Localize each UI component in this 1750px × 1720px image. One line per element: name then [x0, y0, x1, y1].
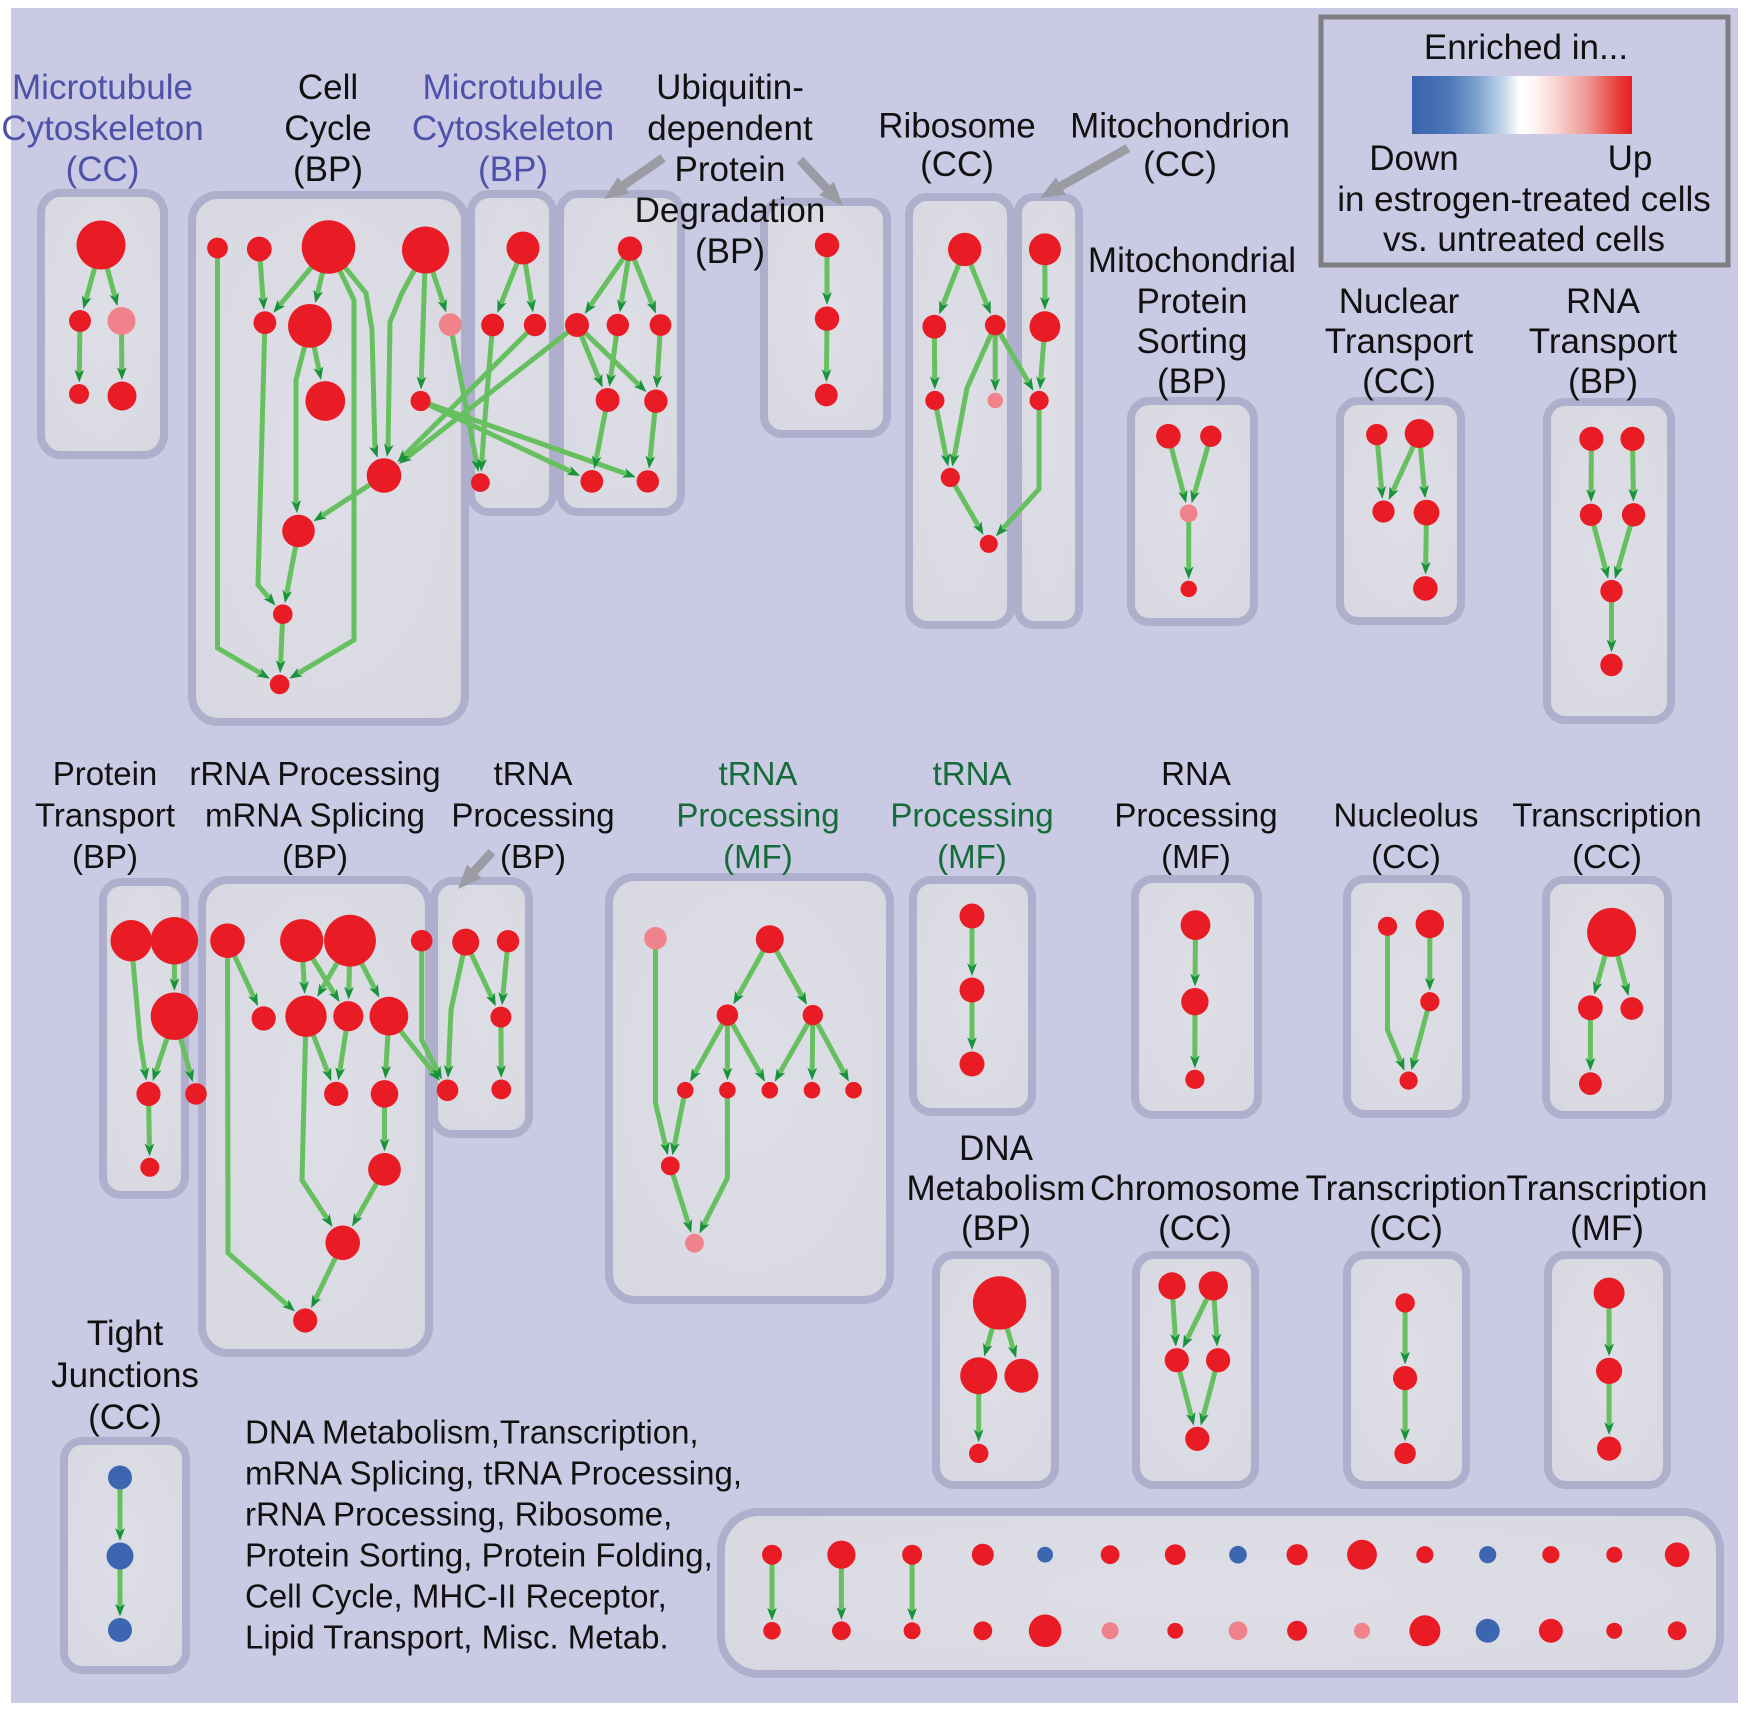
svg-text:Cell Cycle, MHC-II Receptor,: Cell Cycle, MHC-II Receptor,: [245, 1578, 667, 1615]
svg-text:tRNA: tRNA: [719, 755, 798, 792]
svg-text:Transport: Transport: [1325, 322, 1474, 361]
svg-text:(MF): (MF): [1161, 838, 1231, 875]
svg-text:(BP): (BP): [282, 838, 348, 875]
svg-text:Cytoskeleton: Cytoskeleton: [1, 109, 203, 148]
svg-text:Microtubule: Microtubule: [423, 68, 604, 107]
svg-text:Processing: Processing: [676, 797, 839, 834]
svg-text:Lipid Transport, Misc. Metab.: Lipid Transport, Misc. Metab.: [245, 1619, 669, 1656]
svg-text:Degradation: Degradation: [635, 191, 826, 230]
svg-text:Enriched in...: Enriched in...: [1424, 28, 1628, 67]
svg-text:DNA: DNA: [959, 1129, 1034, 1168]
svg-text:Metabolism: Metabolism: [907, 1169, 1086, 1208]
svg-text:Cytoskeleton: Cytoskeleton: [412, 109, 614, 148]
svg-text:Chromosome: Chromosome: [1090, 1169, 1300, 1208]
svg-text:Nucleolus: Nucleolus: [1334, 797, 1479, 834]
svg-text:(CC): (CC): [1362, 362, 1436, 401]
svg-text:Cycle: Cycle: [284, 109, 372, 148]
svg-text:(BP): (BP): [478, 150, 548, 189]
svg-text:Transport: Transport: [1529, 322, 1678, 361]
svg-text:DNA Metabolism,Transcription,: DNA Metabolism,Transcription,: [245, 1414, 699, 1451]
svg-text:Nuclear: Nuclear: [1339, 282, 1460, 321]
svg-text:Protein: Protein: [675, 150, 786, 189]
svg-text:(MF): (MF): [1570, 1209, 1644, 1248]
svg-text:Microtubule: Microtubule: [12, 68, 193, 107]
svg-text:Junctions: Junctions: [51, 1356, 199, 1395]
svg-text:rRNA Processing: rRNA Processing: [189, 755, 440, 792]
svg-text:Protein: Protein: [53, 755, 158, 792]
svg-text:(BP): (BP): [1568, 362, 1638, 401]
svg-text:mRNA Splicing, tRNA Processing: mRNA Splicing, tRNA Processing,: [245, 1455, 742, 1492]
svg-text:in estrogen-treated cells: in estrogen-treated cells: [1337, 180, 1711, 219]
svg-text:Mitochondrion: Mitochondrion: [1070, 107, 1290, 146]
svg-text:Down: Down: [1369, 139, 1458, 178]
svg-text:(BP): (BP): [500, 838, 566, 875]
svg-text:(CC): (CC): [88, 1398, 162, 1437]
svg-text:tRNA: tRNA: [933, 755, 1012, 792]
svg-text:RNA: RNA: [1161, 755, 1231, 792]
svg-text:Cell: Cell: [298, 68, 358, 107]
svg-text:Ribosome: Ribosome: [878, 107, 1036, 146]
svg-text:Mitochondrial: Mitochondrial: [1088, 241, 1296, 280]
svg-text:dependent: dependent: [647, 109, 813, 148]
svg-text:(MF): (MF): [937, 838, 1007, 875]
svg-text:Processing: Processing: [890, 797, 1053, 834]
svg-text:mRNA Splicing: mRNA Splicing: [205, 797, 425, 834]
svg-text:Tight: Tight: [87, 1314, 164, 1353]
svg-text:Transcription: Transcription: [1507, 1169, 1708, 1208]
svg-text:Protein: Protein: [1137, 282, 1248, 321]
svg-text:RNA: RNA: [1566, 282, 1641, 321]
svg-text:(MF): (MF): [723, 838, 793, 875]
svg-text:tRNA: tRNA: [494, 755, 573, 792]
svg-text:(CC): (CC): [1158, 1209, 1232, 1248]
svg-text:(BP): (BP): [961, 1209, 1031, 1248]
svg-text:Transcription: Transcription: [1306, 1169, 1507, 1208]
svg-text:(BP): (BP): [695, 232, 765, 271]
svg-text:Sorting: Sorting: [1137, 322, 1248, 361]
svg-text:(CC): (CC): [1143, 145, 1217, 184]
svg-text:(BP): (BP): [293, 150, 363, 189]
svg-text:Processing: Processing: [1114, 797, 1277, 834]
svg-text:(CC): (CC): [66, 150, 140, 189]
svg-text:Transport: Transport: [35, 797, 175, 834]
svg-text:Protein Sorting, Protein Foldi: Protein Sorting, Protein Folding,: [245, 1537, 713, 1574]
svg-text:Processing: Processing: [451, 797, 614, 834]
svg-text:vs. untreated cells: vs. untreated cells: [1383, 220, 1665, 259]
svg-text:(BP): (BP): [72, 838, 138, 875]
svg-text:Ubiquitin-: Ubiquitin-: [656, 68, 804, 107]
svg-text:(BP): (BP): [1157, 362, 1227, 401]
svg-text:Up: Up: [1608, 139, 1653, 178]
svg-text:(CC): (CC): [920, 145, 994, 184]
svg-text:rRNA Processing, Ribosome,: rRNA Processing, Ribosome,: [245, 1496, 672, 1533]
svg-text:(CC): (CC): [1371, 838, 1441, 875]
svg-text:Transcription: Transcription: [1512, 797, 1702, 834]
svg-text:(CC): (CC): [1369, 1209, 1443, 1248]
svg-text:(CC): (CC): [1572, 838, 1642, 875]
